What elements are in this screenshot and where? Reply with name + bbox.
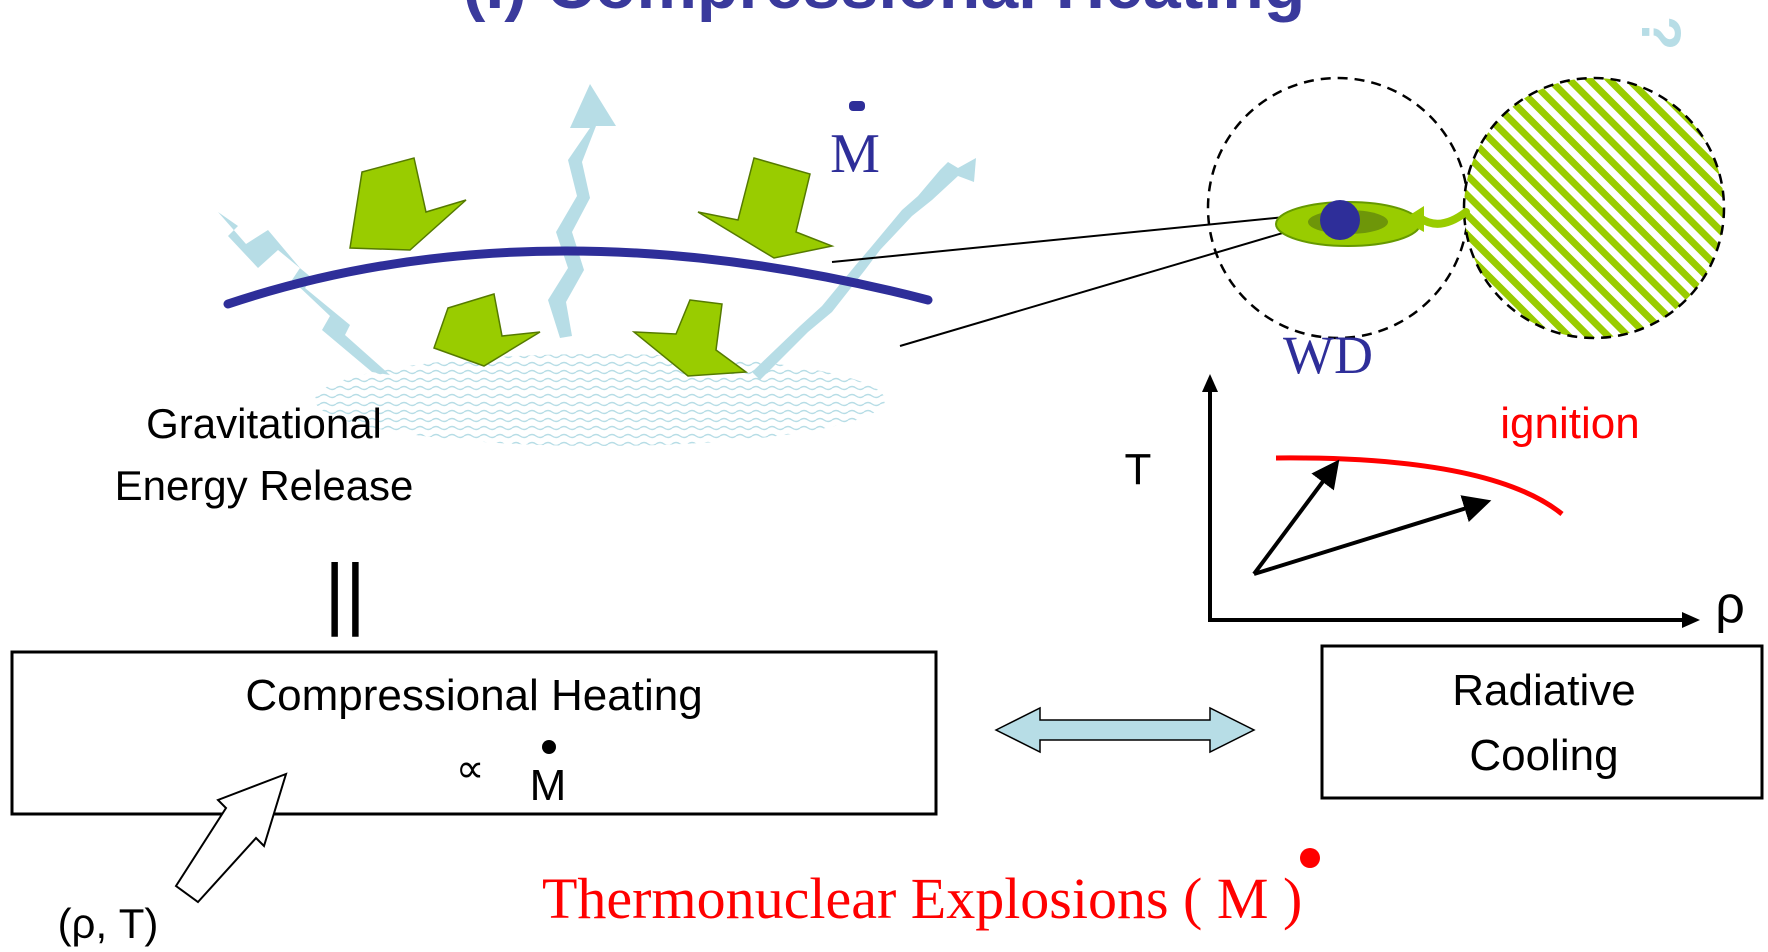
ignition-curve: [1275, 455, 1564, 516]
wd-surface-curve: [223, 246, 933, 309]
radiation-arrow-up: [548, 84, 616, 338]
thermonuclear-suffix: ): [1268, 866, 1302, 931]
accretion-arrow-4: [631, 299, 749, 377]
equals-sign: ||: [324, 548, 366, 637]
binary-system: [1206, 76, 1726, 340]
thermonuclear-mdot: M: [1217, 866, 1269, 931]
companion-star: [1462, 76, 1726, 340]
radiative-label-line1: Radiative: [1452, 666, 1635, 715]
heating-path-shallow: [1253, 495, 1492, 576]
gravitational-label-line2: Energy Release: [115, 462, 414, 509]
radiation-arrow-right: [752, 158, 976, 380]
ignition-plot: T ρ ignition: [1125, 374, 1745, 634]
heating-path-steep: [1252, 459, 1340, 576]
rho-axis-arrowhead: [1682, 612, 1700, 628]
rho-axis-label: ρ: [1715, 576, 1745, 634]
t-axis-arrowhead: [1202, 374, 1218, 392]
page-title: (I) Compressional Heating: [463, 0, 1306, 23]
thermonuclear-label: Thermonuclear Explosions ( M ): [542, 848, 1320, 931]
accretion-arrow-2: [697, 157, 835, 259]
accretion-arrows: [349, 157, 835, 377]
rho-t-label: (ρ, T): [58, 900, 159, 947]
thermonuclear-text: Thermonuclear Explosions ( M ): [542, 866, 1302, 931]
radiation-arrow-left: [218, 212, 390, 375]
mdot-box-dot: [542, 740, 556, 754]
accretion-arrow-1: [349, 157, 467, 251]
radiative-label-line2: Cooling: [1469, 731, 1618, 780]
accretion-arrow-3: [433, 293, 541, 367]
ignition-label: ignition: [1500, 399, 1639, 448]
rho-t-hollow-arrow: [174, 772, 288, 904]
thermonuclear-mdot-dot: [1300, 848, 1320, 868]
radiative-cooling-box: [1320, 644, 1764, 800]
t-axis-label: T: [1125, 445, 1152, 494]
compressional-heating-label: Compressional Heating: [245, 671, 702, 720]
mdot-top-text: M: [830, 123, 880, 185]
thermonuclear-prefix: Thermonuclear Explosions (: [542, 866, 1217, 931]
compressional-heating-box: [10, 650, 938, 816]
question-mark: ?: [1630, 16, 1693, 50]
zoom-line-bottom: [899, 221, 1321, 347]
mdot-top-label: M: [830, 101, 880, 185]
wd-label: WD: [1283, 325, 1373, 385]
radiation-arrows: [218, 84, 976, 380]
mass-transfer-arrowhead: [1402, 206, 1424, 232]
mass-transfer-stream: [1416, 208, 1470, 228]
mdot-box-text: M: [530, 761, 567, 810]
double-arrow: [994, 706, 1256, 754]
surface-glow: [315, 354, 885, 446]
mdot-top-dot: [849, 101, 865, 111]
zoom-line-top: [831, 211, 1336, 263]
white-dwarf: [1320, 200, 1360, 240]
proportional-symbol: ∝: [456, 747, 485, 791]
gravitational-label-line1: Gravitational: [146, 400, 382, 447]
